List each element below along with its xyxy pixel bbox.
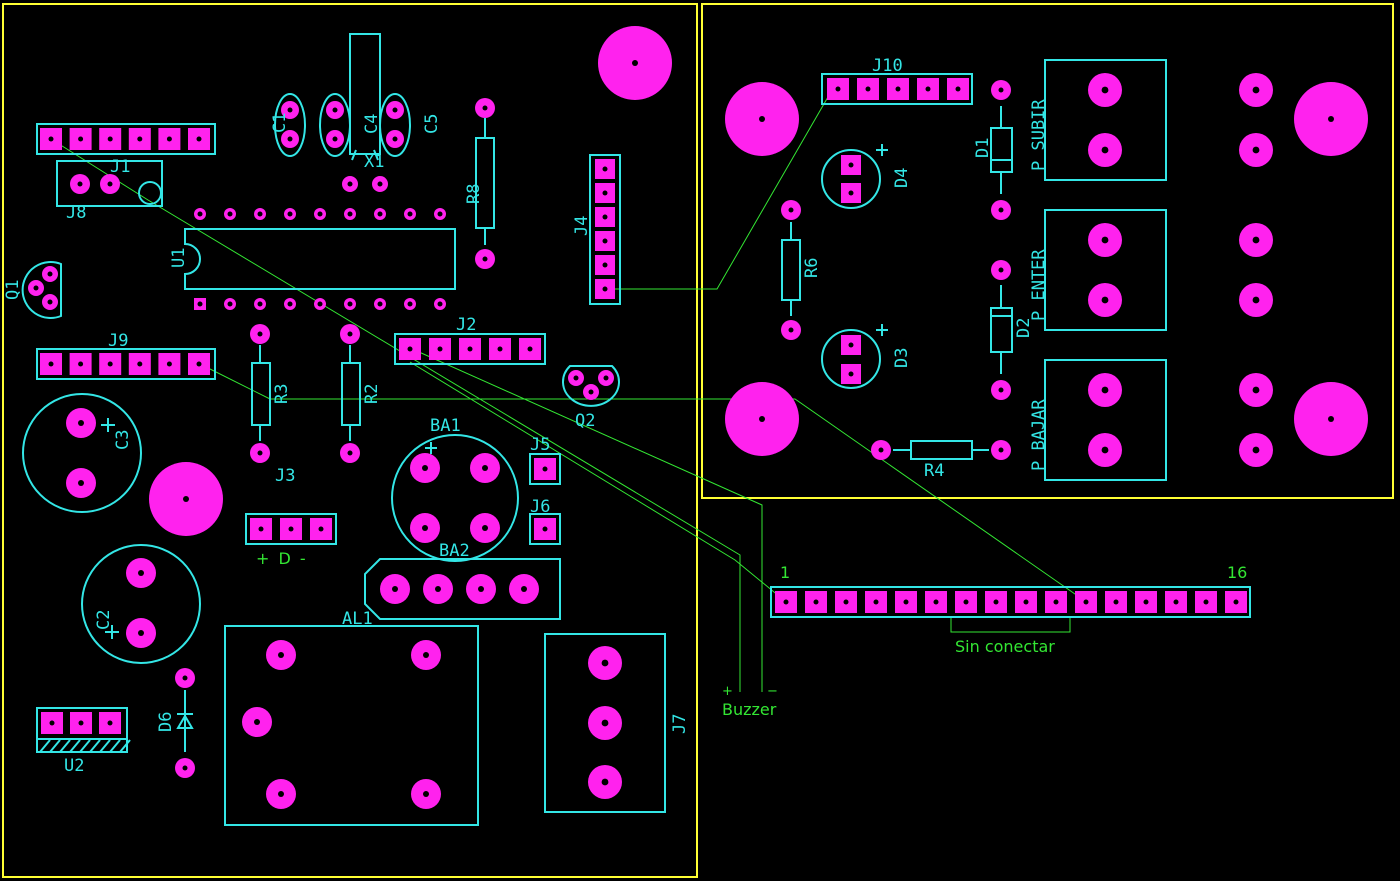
label-c5: C5 (422, 114, 442, 134)
transistor-q2 (562, 365, 620, 407)
label-ba1: BA1 (430, 416, 461, 436)
regulator-u2 (36, 707, 131, 753)
label-c4: C4 (362, 114, 382, 134)
label-j1: J1 (110, 157, 130, 177)
wire-j2-lcd (409, 361, 786, 602)
buzzer-label: Buzzer (722, 700, 777, 719)
label-d3: D3 (892, 348, 912, 368)
buzzer-plus-label: + (722, 684, 733, 699)
resistor-r6 (781, 222, 801, 316)
label-r3: R3 (272, 384, 292, 404)
ic-u1 (184, 228, 456, 290)
header-j2 (394, 333, 546, 365)
label-ba2: BA2 (439, 541, 470, 561)
buzzer-minus-label: − (767, 684, 778, 699)
j3-pin-legend: + D - (256, 549, 308, 568)
annotations: + D - 1 16 Sin conectar Buzzer + − (256, 549, 1247, 719)
label-d2: D2 (1014, 318, 1034, 338)
header-j10 (821, 73, 973, 105)
lcd-header (770, 586, 1251, 618)
label-j5: J5 (530, 435, 550, 455)
resistor-r8 (475, 118, 495, 245)
label-p-subir: P SUBIR (1029, 99, 1049, 171)
label-j9: J9 (108, 331, 128, 351)
ratsnest-wires (50, 89, 1086, 692)
header-j9 (36, 348, 216, 380)
label-u2: U2 (64, 756, 84, 776)
not-connected-bracket (950, 617, 1071, 633)
label-p-enter: P ENTER (1029, 249, 1049, 321)
label-c2: C2 (94, 610, 114, 630)
pads (28, 73, 1273, 809)
button-board-outline (701, 3, 1394, 499)
header-j4 (589, 154, 621, 305)
terminal-j7 (544, 633, 666, 813)
label-q1: Q1 (3, 280, 23, 300)
leds-d3-d4 (821, 144, 888, 389)
label-d6: D6 (156, 712, 176, 732)
label-j8: J8 (66, 203, 86, 223)
diode-d6 (176, 690, 194, 752)
label-r8: R8 (464, 184, 484, 204)
label-r2: R2 (362, 384, 382, 404)
not-connected-label: Sin conectar (955, 637, 1055, 656)
label-d4: D4 (892, 168, 912, 188)
connector-ba2 (364, 558, 561, 620)
component-labels: C1 C4 C5 X1 R8 J1 J8 U1 Q1 J4 J9 J2 Q2 R… (3, 56, 1049, 776)
label-c3: C3 (113, 430, 133, 450)
relay-al1 (224, 625, 479, 826)
label-c1: C1 (270, 113, 290, 133)
capacitor-c3 (22, 393, 142, 513)
label-r4: R4 (924, 461, 944, 481)
transistor-q1 (21, 261, 62, 319)
resistor-r4 (893, 440, 989, 460)
label-j2: J2 (456, 315, 476, 335)
wire-j9-lcd (199, 363, 1086, 602)
resistors-r3-r2 (251, 345, 361, 441)
label-j7: J7 (670, 714, 690, 734)
main-board-outline (2, 3, 698, 878)
jumpers-j5-j6 (529, 453, 561, 545)
label-r6: R6 (802, 258, 822, 278)
lcd-pin-1-label: 1 (780, 563, 790, 582)
capacitors-c1-c4-c5 (274, 33, 411, 161)
wire-buzzer-minus (409, 347, 763, 692)
header-j8 (36, 123, 216, 155)
label-p-bajar: P BAJAR (1029, 399, 1049, 471)
label-j4: J4 (572, 216, 592, 236)
label-j6: J6 (530, 497, 550, 517)
connector-j1 (56, 160, 163, 207)
wire-buzzer-plus (50, 138, 741, 692)
wire-j4-j10 (605, 89, 833, 290)
label-j3: J3 (275, 466, 295, 486)
header-j3 (245, 513, 337, 545)
label-d1: D1 (973, 138, 993, 158)
push-buttons (1044, 59, 1167, 481)
mounting-holes (149, 26, 1368, 536)
battery-ba1 (391, 434, 519, 562)
label-j10: J10 (872, 56, 903, 76)
label-u1: U1 (169, 248, 189, 268)
label-x1: X1 (364, 152, 384, 172)
capacitor-c2 (81, 544, 201, 664)
diodes-d1-d2 (990, 106, 1013, 374)
label-al1: AL1 (342, 609, 373, 629)
label-q2: Q2 (575, 411, 595, 431)
lcd-pin-16-label: 16 (1227, 563, 1247, 582)
